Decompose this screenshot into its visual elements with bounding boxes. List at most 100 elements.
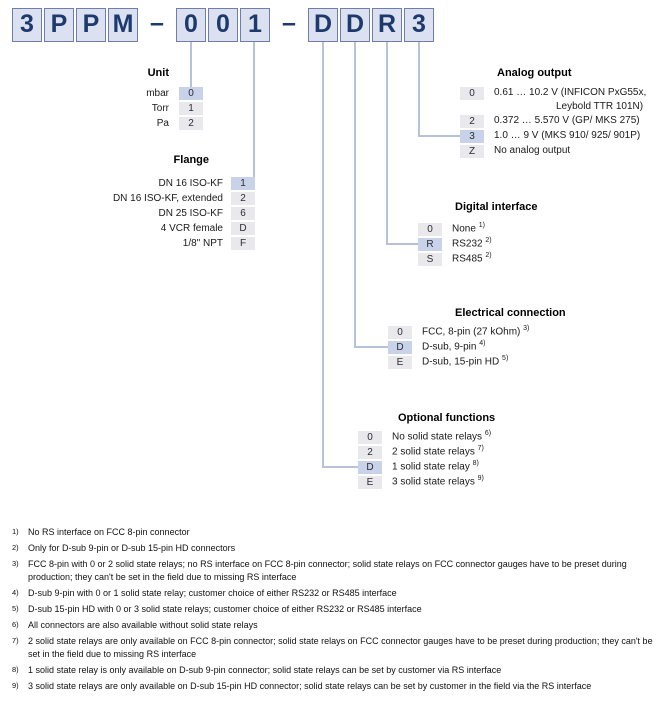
option-code-box: E xyxy=(358,476,382,489)
option-label: D-sub, 9-pin 4) xyxy=(422,340,486,353)
option-code-box: 1 xyxy=(179,102,203,115)
footnote-ref: 2) xyxy=(485,237,492,244)
connector-line-analog-output xyxy=(419,135,460,137)
option-code-box: 0 xyxy=(418,223,442,236)
option-label: No analog output xyxy=(494,145,571,156)
footnote: 1) No RS interface on FCC 8-pin connecto… xyxy=(12,526,658,539)
option-label: None 1) xyxy=(452,222,485,235)
footnote-number: 3) xyxy=(12,559,19,568)
option-label: 3 solid state relays 9) xyxy=(392,475,484,488)
option-code-box: 2 xyxy=(179,117,203,130)
option-label: 0.61 … 10.2 V (INFICON PxG55x, Leybold T… xyxy=(494,86,646,114)
option-row: Pa 2 xyxy=(0,116,203,131)
section-title-analog-output: Analog output xyxy=(497,67,572,79)
part-char-box: 0 xyxy=(176,8,206,42)
connector-line-electrical-connection xyxy=(355,346,388,348)
option-label: mbar xyxy=(146,88,169,99)
option-code-box: R xyxy=(418,238,442,251)
part-char-box: 3 xyxy=(404,8,434,42)
section-unit: mbar 0 Torr 1 Pa 2 xyxy=(0,86,203,131)
option-row: D 1 solid state relay 8) xyxy=(358,460,491,475)
option-row: E 3 solid state relays 9) xyxy=(358,475,491,490)
option-label: Pa xyxy=(156,118,169,129)
connector-line-flange xyxy=(253,42,255,177)
footnote: 5) D-sub 15-pin HD with 0 or 3 solid sta… xyxy=(12,603,658,616)
connector-line-analog-output xyxy=(418,42,420,137)
footnote-ref: 6) xyxy=(484,430,492,437)
part-char-box: R xyxy=(372,8,402,42)
footnote-ref: 2) xyxy=(485,252,492,259)
option-label: No solid state relays 6) xyxy=(392,430,492,443)
connector-line-unit xyxy=(190,42,192,87)
option-row: 0 0.61 … 10.2 V (INFICON PxG55x, Leybold… xyxy=(460,86,646,114)
option-label: 1.0 … 9 V (MKS 910/ 925/ 901P) xyxy=(494,130,641,141)
footnote-ref: 1) xyxy=(478,222,485,229)
option-row: 0 None 1) xyxy=(418,222,492,237)
option-label-line2: Leybold TTR 101N) xyxy=(556,101,644,112)
part-separator: – xyxy=(282,9,296,37)
connector-line-optional-functions xyxy=(323,466,358,468)
option-code-box: 0 xyxy=(460,87,484,100)
option-code-box: S xyxy=(418,253,442,266)
option-row: Torr 1 xyxy=(0,101,203,116)
footnote-number: 1) xyxy=(12,527,19,536)
footnote: 6) All connectors are also available wit… xyxy=(12,619,658,632)
option-row: R RS232 2) xyxy=(418,237,492,252)
option-row: DN 16 ISO-KF 1 xyxy=(0,176,255,191)
option-row: 1/8" NPT F xyxy=(0,236,255,251)
connector-line-optional-functions xyxy=(322,42,324,468)
part-char-box: 1 xyxy=(240,8,270,42)
footnote-number: 7) xyxy=(12,636,19,645)
option-code-box: 2 xyxy=(358,446,382,459)
section-title-unit: Unit xyxy=(147,67,169,79)
section-title-digital-interface: Digital interface xyxy=(455,201,538,213)
option-code-box: D xyxy=(388,341,412,354)
footnote-text: All connectors are also available withou… xyxy=(28,620,258,630)
footnote-number: 2) xyxy=(12,543,19,552)
option-code-box: E xyxy=(388,356,412,369)
option-label: DN 25 ISO-KF xyxy=(158,208,223,219)
footnote-number: 8) xyxy=(12,665,19,674)
option-row: S RS485 2) xyxy=(418,252,492,267)
option-code-box: 1 xyxy=(231,177,255,190)
option-row: 0 FCC, 8-pin (27 kOhm) 3) xyxy=(388,325,529,340)
option-code-box: D xyxy=(231,222,255,235)
option-row: Z No analog output xyxy=(460,144,646,159)
option-row: 2 0.372 … 5.570 V (GP/ MKS 275) xyxy=(460,114,646,129)
option-row: D D-sub, 9-pin 4) xyxy=(388,340,529,355)
option-row: 4 VCR female D xyxy=(0,221,255,236)
footnote-number: 4) xyxy=(12,588,19,597)
footnotes: 1) No RS interface on FCC 8-pin connecto… xyxy=(12,526,658,696)
option-label: RS485 2) xyxy=(452,252,492,265)
connector-line-digital-interface xyxy=(386,42,388,245)
section-title-optional-functions: Optional functions xyxy=(398,412,496,424)
section-flange: DN 16 ISO-KF 1 DN 16 ISO-KF, extended 2 … xyxy=(0,176,255,251)
footnote-text: 3 solid state relays are only available … xyxy=(28,681,592,691)
footnote-text: 2 solid state relays are only available … xyxy=(28,636,653,659)
footnote: 4) D-sub 9-pin with 0 or 1 solid state r… xyxy=(12,587,658,600)
option-row: E D-sub, 15-pin HD 5) xyxy=(388,355,529,370)
option-row: DN 16 ISO-KF, extended 2 xyxy=(0,191,255,206)
part-char-box: P xyxy=(76,8,106,42)
footnote-number: 9) xyxy=(12,681,19,690)
part-char-box: P xyxy=(44,8,74,42)
part-char-box: 3 xyxy=(12,8,42,42)
footnote-number: 6) xyxy=(12,620,19,629)
option-label: 1/8" NPT xyxy=(182,238,223,249)
connector-line-digital-interface xyxy=(387,243,418,245)
option-label: DN 16 ISO-KF xyxy=(158,178,223,189)
footnote: 8) 1 solid state relay is only available… xyxy=(12,664,658,677)
option-label: 2 solid state relays 7) xyxy=(392,445,484,458)
footnote-ref: 5) xyxy=(502,355,509,362)
footnote-number: 5) xyxy=(12,604,19,613)
part-char-box: D xyxy=(308,8,338,42)
option-code-box: 2 xyxy=(460,115,484,128)
footnote: 7) 2 solid state relays are only availab… xyxy=(12,635,658,661)
option-code-box: 0 xyxy=(388,326,412,339)
option-code-box: Z xyxy=(460,145,484,158)
option-label: Torr xyxy=(151,103,169,114)
part-separator: – xyxy=(150,9,164,37)
footnote-ref: 7) xyxy=(477,445,484,452)
footnote-text: No RS interface on FCC 8-pin connector xyxy=(28,527,190,537)
